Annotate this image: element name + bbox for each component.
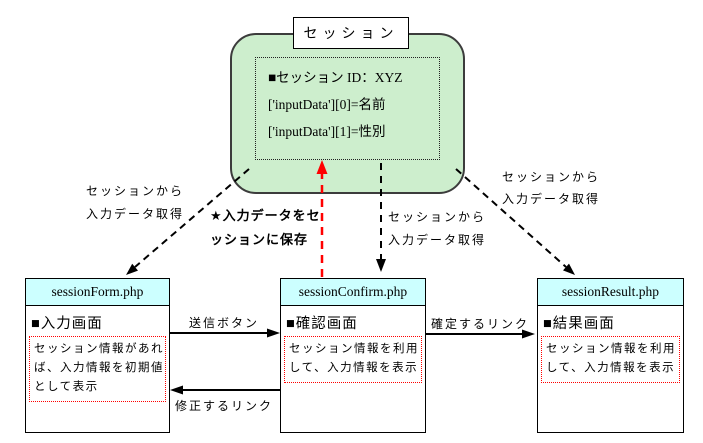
note-line: として表示 — [34, 381, 99, 393]
session-title: セッション — [293, 17, 409, 49]
note-line: セッション情報を利用 — [546, 343, 676, 355]
page-note: セッション情報を利用 して、入力情報を表示 — [541, 336, 680, 383]
page-note: セッション情報があれ ば、入力情報を初期値 として表示 — [29, 336, 166, 402]
label-get-from-session-confirm: セッションから 入力データ取得 — [388, 210, 487, 247]
page-filename: sessionResult.php — [538, 279, 683, 306]
session-data-box: ■セッション ID：XYZ ['inputData'][0]=名前 ['inpu… — [255, 57, 440, 160]
page-filename: sessionConfirm.php — [281, 279, 425, 306]
label-commit-link: 確定するリンク — [430, 317, 529, 331]
page-filename: sessionForm.php — [26, 279, 169, 306]
note-line: セッション情報があれ — [34, 343, 164, 355]
label-revise-link: 修正するリンク — [174, 399, 273, 413]
arrow-confirm-to-form — [170, 385, 280, 395]
label-save-to-session: ★入力データをセ ッションに保存 — [210, 208, 321, 247]
page-box-session-result: sessionResult.php ■結果画面 セッション情報を利用 して、入力… — [537, 278, 684, 433]
page-heading: ■結果画面 — [543, 316, 615, 332]
note-line: して、入力情報を表示 — [546, 362, 676, 374]
page-note: セッション情報を利用 して、入力情報を表示 — [284, 336, 422, 383]
label-get-from-session-result: セッションから 入力データ取得 — [502, 170, 601, 206]
page-heading: ■入力画面 — [31, 316, 103, 332]
note-line: ば、入力情報を初期値 — [34, 362, 164, 374]
session-data-line: ['inputData'][0]=名前 — [268, 97, 386, 112]
note-line: セッション情報を利用 — [289, 343, 419, 355]
page-heading: ■確認画面 — [286, 316, 358, 332]
session-id-line: ■セッション ID：XYZ — [268, 70, 403, 85]
session-data-line: ['inputData'][1]=性別 — [268, 124, 386, 139]
page-box-session-form: sessionForm.php ■入力画面 セッション情報があれ ば、入力情報を… — [25, 278, 170, 433]
label-get-from-session-form: セッションから 入力データ取得 — [85, 184, 184, 221]
page-box-session-confirm: sessionConfirm.php ■確認画面 セッション情報を利用 して、入… — [280, 278, 426, 433]
note-line: して、入力情報を表示 — [289, 362, 419, 374]
label-submit-button: 送信ボタン — [188, 316, 259, 330]
